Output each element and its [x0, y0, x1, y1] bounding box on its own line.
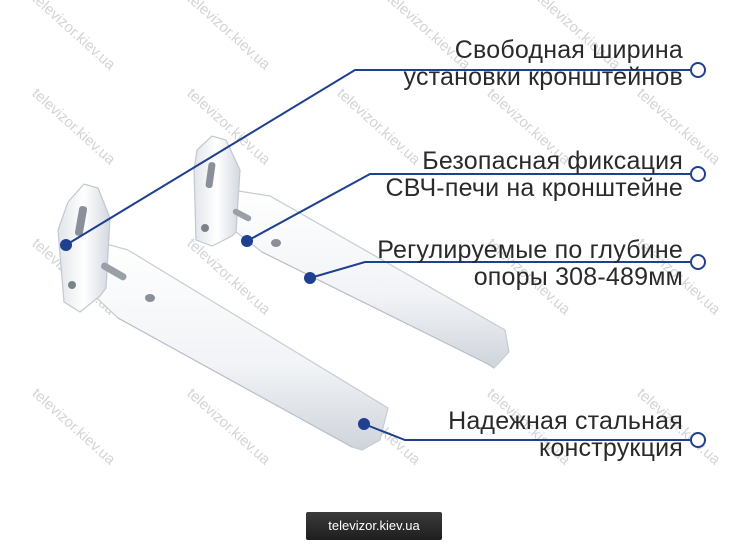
bracket-front [57, 183, 389, 451]
callout-line-4 [363, 423, 690, 441]
callout-line-text: Регулируемые по глубине [377, 236, 683, 264]
callout-lines [65, 69, 690, 441]
callout-ring-2 [690, 166, 706, 182]
callout-line-text: Свободная ширина [454, 36, 683, 64]
callout-dots [60, 235, 370, 430]
callout-line-1 [65, 69, 690, 246]
callout-dot-3 [304, 272, 316, 284]
callout-steel-construction: Надежная стальная конструкция [448, 408, 683, 462]
callout-adjustable-depth: Регулируемые по глубине опоры 308-489мм [377, 237, 683, 291]
callout-dot-4 [358, 418, 370, 430]
callout-line-text: Безопасная фиксация [422, 147, 683, 175]
callout-ring-1 [690, 62, 706, 78]
callout-line-text: конструкция [539, 434, 683, 462]
callout-rings [690, 62, 706, 448]
callout-line-2 [246, 173, 690, 242]
callout-ring-4 [690, 432, 706, 448]
callout-ring-3 [690, 254, 706, 270]
callout-line-text: установки кронштейнов [403, 63, 683, 91]
callout-safe-fixation: Безопасная фиксация СВЧ-печи на кронштей… [385, 148, 683, 202]
bracket-back [193, 135, 510, 369]
callout-line-text: Надежная стальная [448, 407, 683, 435]
callout-line-text: СВЧ-печи на кронштейне [385, 174, 683, 202]
callout-line-3 [309, 261, 690, 279]
site-badge: televizor.kiev.ua [306, 512, 442, 540]
callout-free-width: Свободная ширина установки кронштейнов [404, 37, 683, 91]
callout-dot-2 [241, 235, 253, 247]
callout-line-text: опоры 308-489мм [473, 263, 683, 291]
callout-dot-1 [60, 239, 72, 251]
